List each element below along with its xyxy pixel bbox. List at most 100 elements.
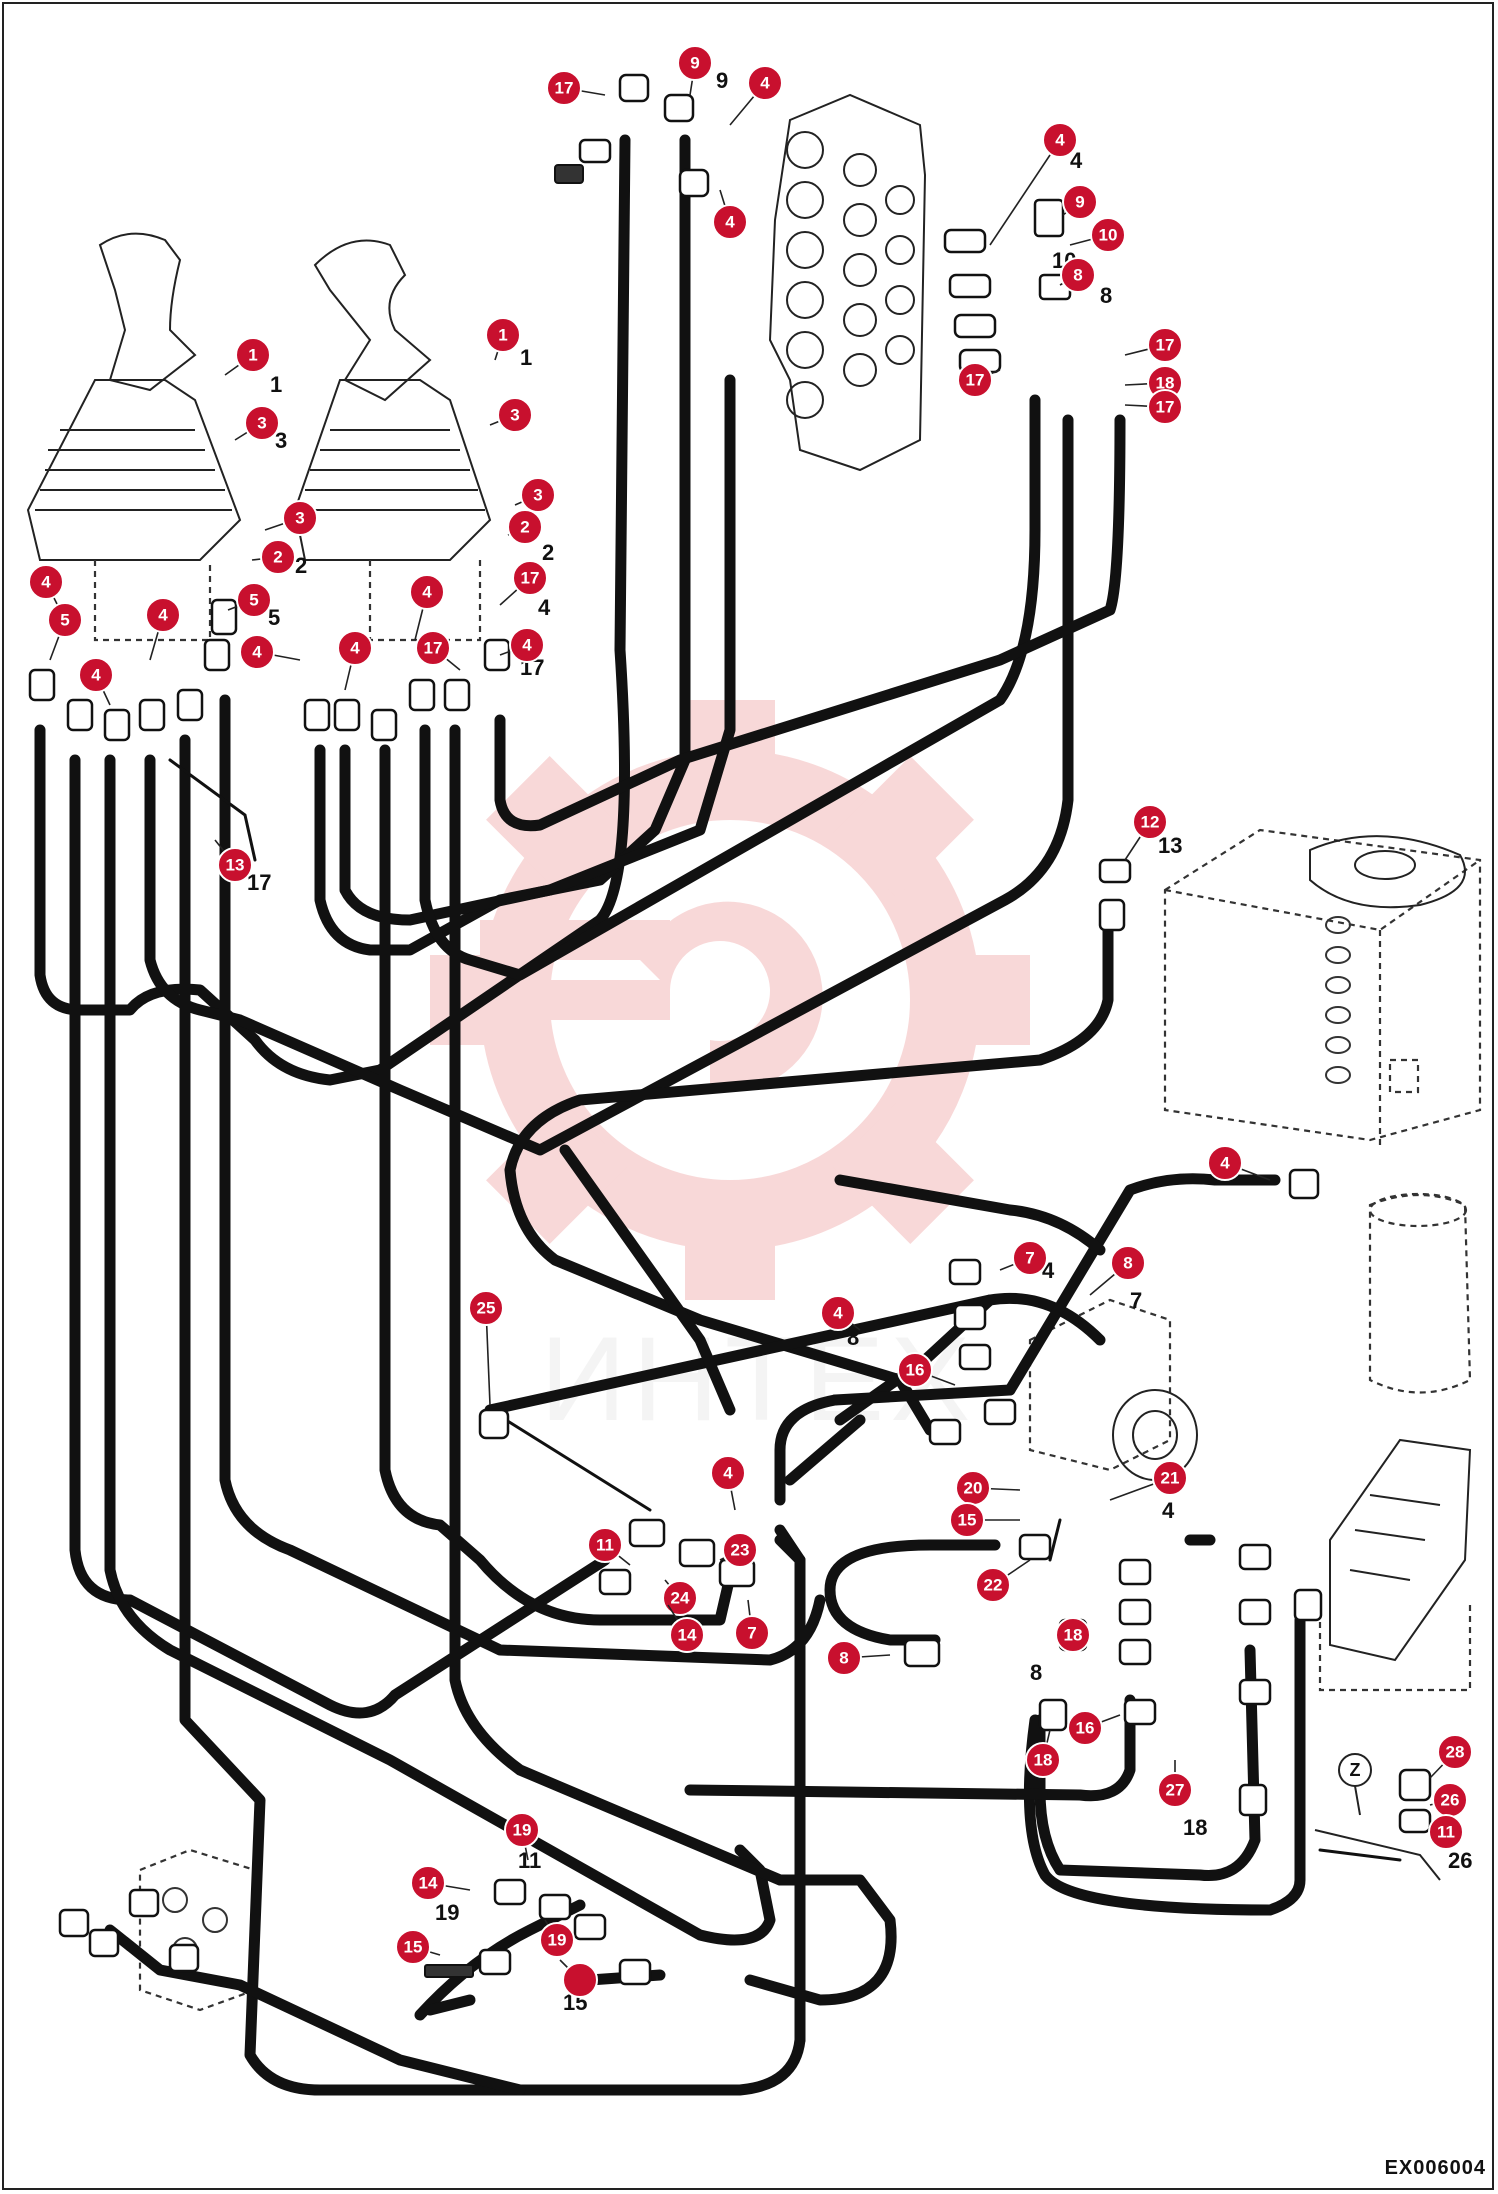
boom-cylinder-outline xyxy=(1318,1438,1472,1692)
callout-label: 17 xyxy=(424,639,443,658)
view-marker-label: Z xyxy=(1350,1760,1361,1780)
right-joystick xyxy=(293,239,492,642)
plain-label: 4 xyxy=(1162,1498,1175,1523)
callout-badge: 17 xyxy=(415,630,461,671)
callout-label: 17 xyxy=(1156,336,1175,355)
callout-label: 11 xyxy=(596,1536,614,1555)
callout-label: 17 xyxy=(966,371,985,390)
callout-badge: 19 xyxy=(504,1812,540,1861)
callout-badge: 4 xyxy=(239,634,301,670)
callout-label: 4 xyxy=(833,1304,843,1323)
callout-label: 9 xyxy=(1075,193,1084,212)
callout-label: 11 xyxy=(1437,1823,1455,1842)
plain-label: 2 xyxy=(295,553,307,578)
callout-label: 12 xyxy=(1141,813,1160,832)
callout-badge: 11 xyxy=(587,1527,631,1566)
callout-label: 18 xyxy=(1156,374,1175,393)
callout-label: 24 xyxy=(671,1589,690,1608)
callout-badge: 5 xyxy=(227,582,272,618)
plain-label: 17 xyxy=(247,870,271,895)
callout-badge: 16 xyxy=(1067,1710,1121,1746)
plain-label: 3 xyxy=(275,428,287,453)
callout-badge: 18 xyxy=(1025,1729,1061,1778)
callout-label: 18 xyxy=(1034,1751,1053,1770)
callout-label: 7 xyxy=(747,1624,756,1643)
callout-badge: 4 xyxy=(499,627,545,663)
callout-badge: 4 xyxy=(28,564,64,611)
callout-label: 4 xyxy=(723,1464,733,1483)
callout-badge: 21 xyxy=(1109,1460,1188,1501)
callout-label: 4 xyxy=(252,643,262,662)
callout-badge: 22 xyxy=(975,1559,1031,1603)
swivel-joint-outline xyxy=(1368,1192,1472,1394)
plain-label: 5 xyxy=(268,605,280,630)
callout-badge: 15 xyxy=(949,1502,1020,1538)
watermark: ИНТЕХ xyxy=(430,700,1030,1446)
callout-badge: 4 xyxy=(712,189,748,240)
callout-label: 27 xyxy=(1166,1781,1185,1800)
hose-bundle xyxy=(34,134,1306,2096)
plain-label: 1 xyxy=(520,345,532,370)
callout-badge: 18 xyxy=(1055,1617,1091,1653)
plain-label: 13 xyxy=(1158,833,1182,858)
fittings xyxy=(28,73,1441,1986)
callout-label: 22 xyxy=(984,1576,1003,1595)
callout-label: 2 xyxy=(520,518,529,537)
callout-badge: 28 xyxy=(1429,1734,1473,1779)
callout-label: 4 xyxy=(522,636,532,655)
callout-label: 18 xyxy=(1064,1626,1083,1645)
callout-label: 4 xyxy=(1055,131,1065,150)
plain-label: 2 xyxy=(542,540,554,565)
watermark-gear-icon xyxy=(430,700,1030,1300)
callout-badge: 24 xyxy=(662,1579,698,1616)
callouts: 17 9 4 4 4 9 10 8 17 18 17 17 1 3 3 2 4 … xyxy=(28,45,1473,1998)
callout-label: 14 xyxy=(419,1874,438,1893)
callout-label: 4 xyxy=(41,573,51,592)
callout-badge: 15 xyxy=(395,1929,441,1965)
view-marker: Z xyxy=(1338,1753,1372,1816)
callout-label: 17 xyxy=(555,79,574,98)
callout-badge: 17 xyxy=(546,70,606,106)
callout-badge: 4 xyxy=(145,597,181,661)
callout-label: 3 xyxy=(533,486,542,505)
callout-badge: 8 xyxy=(826,1640,891,1676)
thin-pilot-lines xyxy=(168,758,1402,1862)
reference-code: EX006004 xyxy=(1384,2157,1486,2179)
control-valve-block xyxy=(768,93,1072,472)
plain-label: 8 xyxy=(847,1325,859,1350)
callout-label: 9 xyxy=(690,54,699,73)
callout-badge: 7 xyxy=(734,1599,770,1651)
callout-badge: 12 xyxy=(1124,804,1168,861)
callout-badge: 2 xyxy=(251,539,296,575)
callout-label: 17 xyxy=(1156,398,1175,417)
callout-label: 4 xyxy=(422,583,432,602)
callout-label: 21 xyxy=(1161,1469,1180,1488)
callout-badge: 1 xyxy=(224,337,271,376)
plain-label: 4 xyxy=(538,595,551,620)
callout-badge: 1 xyxy=(485,317,521,361)
callout-label: 4 xyxy=(725,213,735,232)
callout-label: 4 xyxy=(1220,1154,1230,1173)
callout-badge: 2 xyxy=(507,509,543,545)
callout-label: 20 xyxy=(964,1479,983,1498)
plain-label: 4 xyxy=(1070,148,1083,173)
callout-badge: 13 xyxy=(214,839,253,883)
plain-label: 9 xyxy=(716,68,728,93)
callout-label: 7 xyxy=(1025,1249,1034,1268)
left-joystick xyxy=(26,232,242,642)
plain-label: 26 xyxy=(1448,1848,1472,1873)
callout-badge: 14 xyxy=(410,1865,471,1901)
callout-label: 10 xyxy=(1099,226,1118,245)
callout-badge: 9 xyxy=(1062,184,1098,220)
plain-label: 8 xyxy=(1100,283,1112,308)
callout-label: 4 xyxy=(350,639,360,658)
callout-label: 15 xyxy=(958,1511,977,1530)
callout-badge: 19 xyxy=(539,1919,575,1958)
callout-badge: 8 xyxy=(1059,257,1096,293)
callout-badge: 27 xyxy=(1157,1760,1193,1808)
callout-badge: 8 xyxy=(1089,1245,1146,1296)
callout-label: 23 xyxy=(731,1541,750,1560)
callout-badge: 4 xyxy=(710,1455,746,1511)
pilot-pump-block xyxy=(1028,1298,1198,1481)
